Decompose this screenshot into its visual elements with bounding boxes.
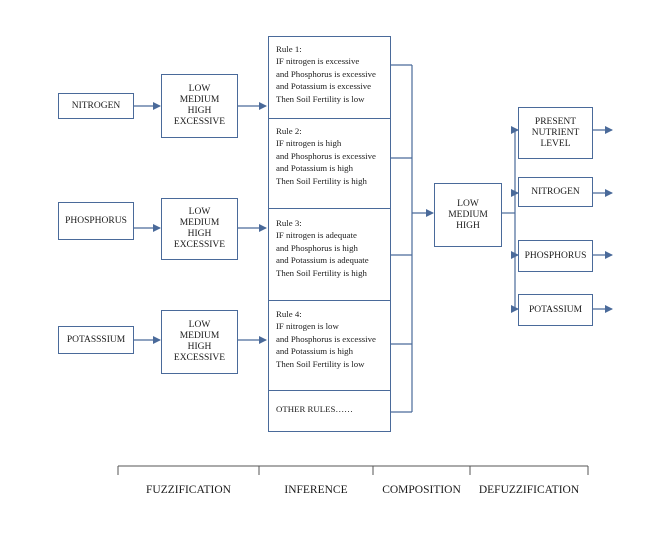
rule-line: and Potassium is high: [276, 346, 353, 357]
stage-inference: INFERENCE: [284, 484, 348, 496]
rules-table: [268, 36, 391, 432]
output-nitrogen: NITROGEN: [518, 177, 593, 207]
rule-title: Rule 3:: [276, 218, 302, 228]
rule-3: Rule 3: IF nitrogen is adequate and Phos…: [268, 214, 391, 279]
rule-title: Rule 1:: [276, 44, 302, 54]
fuzzy-set-label: MEDIUM: [179, 95, 220, 105]
rule-line: Then Soil Fertility is high: [276, 175, 367, 186]
rule-divider: [268, 208, 391, 209]
fuzzy-set-label: MEDIUM: [179, 218, 220, 228]
fuzzy-set-label: HIGH: [187, 342, 212, 352]
composition-set-label: LOW: [457, 198, 479, 209]
rule-line: and Phosphorus is high: [276, 242, 358, 253]
fuzzy-set-label: LOW: [188, 84, 211, 94]
input-phosphorus-label: PHOSPHORUS: [65, 215, 127, 226]
output-label: PRESENT: [534, 116, 577, 127]
rule-title: Rule 4:: [276, 309, 302, 319]
input-potassium: POTASSSIUM: [58, 326, 134, 354]
rule-line: Then Soil Fertility is high: [276, 267, 367, 278]
rule-title: Rule 2:: [276, 126, 302, 136]
fuzzy-set-label: EXCESSIVE: [173, 117, 226, 127]
rule-line: IF nitrogen is excessive: [276, 56, 360, 67]
rule-4: Rule 4: IF nitrogen is low and Phosphoru…: [268, 305, 391, 370]
rule-line: IF nitrogen is low: [276, 321, 339, 332]
rule-line: Then Soil Fertility is low: [276, 93, 365, 104]
rule-line: and Potassium is adequate: [276, 255, 369, 266]
rule-2: Rule 2: IF nitrogen is high and Phosphor…: [268, 122, 391, 187]
output-label: LEVEL: [540, 138, 571, 149]
fuzzy-set-label: EXCESSIVE: [173, 240, 226, 250]
composition-set-label: MEDIUM: [448, 209, 488, 220]
fuzzy-set-label: HIGH: [187, 106, 212, 116]
fuzzy-sets-nitrogen: LOW MEDIUM HIGH EXCESSIVE: [161, 74, 238, 138]
stage-composition: COMPOSITION: [382, 484, 461, 496]
other-rules-label: OTHER RULES……: [276, 404, 353, 414]
output-present-nutrient-level: PRESENT NUTRIENT LEVEL: [518, 107, 593, 159]
input-nitrogen-label: NITROGEN: [71, 100, 121, 111]
output-potassium-label: POTASSIUM: [528, 304, 583, 315]
input-nitrogen: NITROGEN: [58, 93, 134, 119]
rule-line: Then Soil Fertility is low: [276, 358, 365, 369]
fuzzy-set-label: LOW: [188, 207, 211, 217]
rule-divider: [268, 300, 391, 301]
output-potassium: POTASSIUM: [518, 294, 593, 326]
rule-divider: [268, 390, 391, 391]
output-phosphorus-label: PHOSPHORUS: [524, 250, 587, 261]
fuzzy-set-label: MEDIUM: [179, 331, 220, 341]
fuzzy-set-label: HIGH: [187, 229, 212, 239]
fuzzy-sets-phosphorus: LOW MEDIUM HIGH EXCESSIVE: [161, 198, 238, 260]
output-phosphorus: PHOSPHORUS: [518, 240, 593, 272]
rule-line: and Phosphorus is excessive: [276, 333, 376, 344]
rule-line: IF nitrogen is adequate: [276, 230, 357, 241]
input-potassium-label: POTASSSIUM: [66, 334, 126, 345]
fuzzy-set-label: LOW: [188, 320, 211, 330]
rule-line: and Potassium is high: [276, 163, 353, 174]
rule-other: OTHER RULES……: [268, 400, 391, 415]
rule-line: and Potassium is excessive: [276, 81, 372, 92]
rule-1: Rule 1: IF nitrogen is excessive and Pho…: [268, 40, 391, 105]
rule-line: and Phosphorus is excessive: [276, 68, 376, 79]
output-nitrogen-label: NITROGEN: [531, 186, 580, 197]
stage-fuzzification: FUZZIFICATION: [146, 484, 231, 496]
fuzzy-set-label: EXCESSIVE: [173, 353, 226, 363]
rule-line: and Phosphorus is excessive: [276, 150, 376, 161]
stage-defuzzification: DEFUZZIFICATION: [478, 484, 580, 496]
rule-line: IF nitrogen is high: [276, 138, 342, 149]
composition-output: LOW MEDIUM HIGH: [434, 183, 502, 247]
output-label: NUTRIENT: [531, 127, 580, 138]
rule-divider: [268, 118, 391, 119]
input-phosphorus: PHOSPHORUS: [58, 202, 134, 240]
composition-set-label: HIGH: [456, 220, 480, 231]
fuzzy-sets-potassium: LOW MEDIUM HIGH EXCESSIVE: [161, 310, 238, 374]
